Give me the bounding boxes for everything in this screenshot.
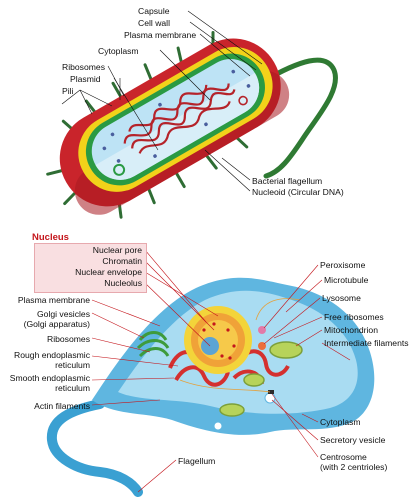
eukaryotic-cell — [46, 277, 375, 497]
label-bacterial-flagellum: Bacterial flagellum — [252, 176, 323, 186]
label-ribosomes-pro: Ribosomes — [62, 62, 105, 72]
bacterial-flagellum — [259, 57, 338, 179]
label-golgi-1: Golgi vesicles — [36, 309, 90, 319]
label-nucleolus: Nucleolus — [104, 278, 142, 288]
plasmid — [113, 163, 126, 176]
nucleus-title: Nucleus — [32, 232, 69, 243]
centrosome — [268, 390, 274, 394]
label-lysosome: Lysosome — [322, 293, 361, 303]
eukaryote-flagellum — [46, 399, 143, 497]
label-cytoplasm-euk: Cytoplasm — [320, 417, 361, 427]
eukaryote-leaders — [91, 249, 351, 493]
label-plasma-membrane-pro: Plasma membrane — [124, 30, 197, 40]
label-cytoplasm-pro: Cytoplasm — [98, 46, 139, 56]
label-microtubule: Microtubule — [324, 275, 369, 285]
prokaryote-leaders — [61, 10, 263, 192]
label-secretory-vesicle: Secretory vesicle — [320, 435, 386, 445]
microtubules — [179, 298, 301, 393]
label-centrosome-1: Centrosome — [320, 452, 367, 462]
label-plasmid: Plasmid — [70, 74, 101, 84]
label-chromatin: Chromatin — [102, 256, 142, 266]
label-free-ribosomes: Free ribosomes — [324, 312, 384, 322]
mitochondrion — [269, 341, 303, 359]
label-golgi-2: (Golgi apparatus) — [23, 319, 90, 329]
label-peroxisome: Peroxisome — [320, 260, 366, 270]
label-rough-er-2: reticulum — [55, 360, 90, 370]
prokaryotic-cell — [46, 31, 338, 219]
label-mitochondrion: Mitochondrion — [324, 325, 378, 335]
nucleus-label-box — [34, 243, 147, 293]
label-intermediate-filaments: Intermediate filaments — [324, 338, 409, 348]
label-nuclear-envelope: Nuclear envelope — [75, 267, 142, 277]
label-rough-er-1: Rough endoplasmic — [14, 350, 90, 360]
label-actin-filaments: Actin filaments — [34, 401, 90, 411]
label-cell-wall: Cell wall — [138, 18, 170, 28]
ribosomes — [102, 69, 251, 163]
pili — [46, 31, 249, 219]
label-smooth-er-1: Smooth endoplasmic — [9, 373, 90, 383]
label-plasma-membrane-euk: Plasma membrane — [17, 295, 90, 305]
label-nucleoid: Nucleoid (Circular DNA) — [252, 187, 344, 197]
label-ribosomes-euk: Ribosomes — [47, 334, 90, 344]
label-centrosome-2: (with 2 centrioles) — [320, 462, 388, 472]
golgi-apparatus — [136, 331, 170, 358]
label-nuclear-pore: Nuclear pore — [92, 245, 142, 255]
chromatin — [202, 322, 236, 360]
nucleoid — [123, 83, 236, 154]
label-smooth-er-2: reticulum — [55, 383, 90, 393]
label-flagellum-euk: Flagellum — [178, 456, 216, 466]
label-capsule: Capsule — [138, 6, 170, 16]
label-pili: Pili — [62, 86, 74, 96]
